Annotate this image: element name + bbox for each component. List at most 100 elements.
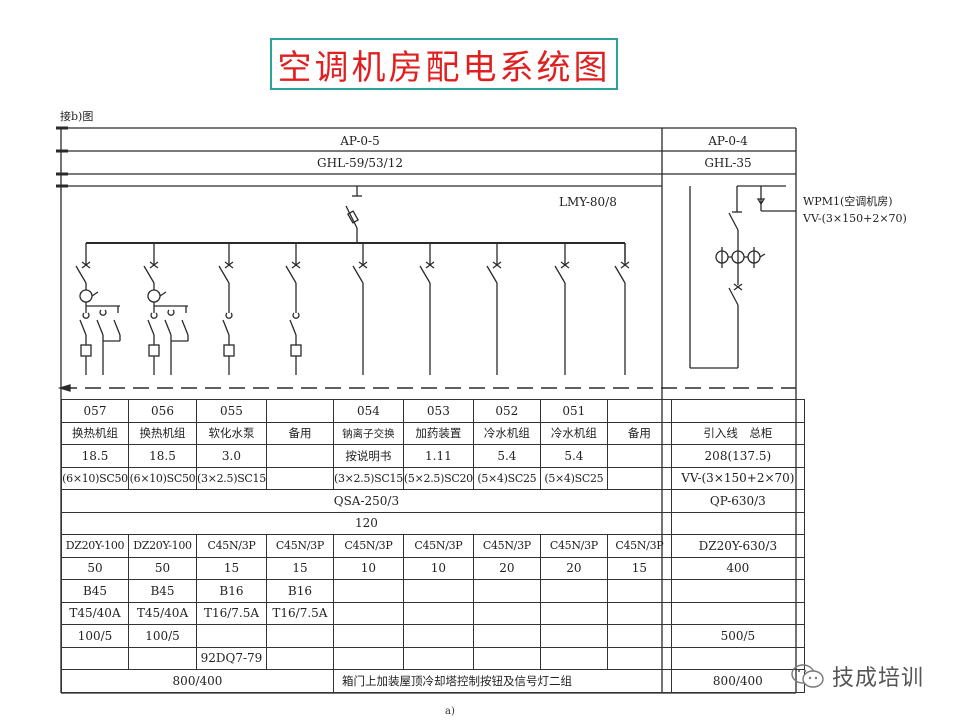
cell: 换热机组 (128, 421, 197, 445)
cell (606, 444, 672, 468)
cell (606, 399, 672, 423)
cell: 18.5 (128, 444, 197, 468)
cell: 20 (539, 556, 608, 580)
cell (670, 646, 805, 670)
reference-note: 接b)图 (60, 110, 94, 123)
diagram-title-box: 空调机房配电系统图 (270, 38, 618, 90)
cell: 18.5 (61, 444, 129, 468)
row-breaker: DZ20Y-100 DZ20Y-100 C45N/3P C45N/3P C45N… (61, 534, 805, 558)
cell: 208(137.5) (670, 444, 805, 468)
cell (606, 646, 672, 670)
cell: 冷水机组 (539, 421, 608, 445)
cell: (3×2.5)SC15 (196, 466, 267, 490)
cell (670, 579, 805, 603)
row-load-name: 换热机组 换热机组 软化水泵 备用 钠离子交换 加药装置 冷水机组 冷水机组 备… (61, 421, 805, 445)
bus-label-ap-0-5: AP-0-5 (340, 134, 380, 148)
cell: 800/400 (670, 669, 805, 693)
cell (670, 601, 805, 625)
watermark: 技成培训 (790, 660, 924, 692)
cell: 钠离子交换 (332, 421, 404, 445)
row-main-switch: QSA-250/3 QP-630/3 (61, 489, 805, 513)
cell (265, 444, 334, 468)
incoming-cable-spec: VV-(3×150+2×70) (803, 212, 907, 225)
cell: 换热机组 (61, 421, 129, 445)
cell: 50 (61, 556, 129, 580)
row-starter: 92DQ7-79 (61, 646, 805, 670)
wechat-icon (791, 664, 824, 688)
cell: C45N/3P (539, 534, 608, 558)
row-breaker-current: 50 50 15 15 10 10 20 20 15 400 (61, 556, 805, 580)
bus-label-ap-0-4: AP-0-4 (708, 134, 748, 148)
cell (539, 601, 608, 625)
cell: 50 (128, 556, 197, 580)
cell (402, 646, 474, 670)
cell (332, 646, 404, 670)
cell: 3.0 (196, 444, 267, 468)
cell: DZ20Y-100 (128, 534, 197, 558)
bus-label-ghl-35: GHL-35 (704, 156, 752, 170)
cell: 100/5 (128, 624, 197, 648)
cell (265, 466, 334, 490)
cell: DZ20Y-100 (61, 534, 129, 558)
cell: C45N/3P (196, 534, 267, 558)
cell (332, 579, 404, 603)
cell (606, 601, 672, 625)
row-contactor: B45 B45 B16 B16 (61, 579, 805, 603)
cell: B16 (196, 579, 267, 603)
cell: B45 (61, 579, 129, 603)
cell: 软化水泵 (196, 421, 267, 445)
row-circuit-number: 057 056 055 054 053 052 051 (61, 399, 805, 423)
cell: C45N/3P (606, 534, 672, 558)
busbar-label: LMY-80/8 (559, 195, 617, 209)
cell: 加药装置 (402, 421, 474, 445)
cell (265, 624, 334, 648)
cell: 800/400 (61, 669, 334, 693)
cell: 15 (196, 556, 267, 580)
cell: (6×10)SC50 (128, 466, 197, 490)
cell: 15 (265, 556, 334, 580)
incoming-cable-name: WPM1(空调机房) (803, 195, 893, 208)
cell: 20 (472, 556, 541, 580)
cell (606, 624, 672, 648)
cell: 057 (61, 399, 129, 423)
cell: 备用 (606, 421, 672, 445)
cell: 100/5 (61, 624, 129, 648)
row-cabinet-size: 800/400 箱门上加装屋顶冷却塔控制按钮及信号灯二组 800/400 (61, 669, 805, 693)
cell: 1.11 (402, 444, 474, 468)
cell: 按说明书 (332, 444, 404, 468)
cell: 92DQ7-79 (196, 646, 267, 670)
cell: T16/7.5A (196, 601, 267, 625)
cell (265, 399, 334, 423)
cell: T16/7.5A (265, 601, 334, 625)
watermark-text: 技成培训 (832, 666, 925, 691)
cell (670, 399, 805, 423)
cell (606, 579, 672, 603)
row-busbar-current: 120 (61, 511, 805, 535)
cell: 120 (61, 511, 672, 535)
cell (472, 624, 541, 648)
cell: 500/5 (670, 624, 805, 648)
cell: 备用 (265, 421, 334, 445)
cell (472, 646, 541, 670)
cell: (3×2.5)SC15 (332, 466, 404, 490)
cell: B16 (265, 579, 334, 603)
cell (332, 624, 404, 648)
cell-remark: 箱门上加装屋顶冷却塔控制按钮及信号灯二组 (332, 669, 672, 693)
cell (539, 646, 608, 670)
cell: C45N/3P (332, 534, 404, 558)
cell: 056 (128, 399, 197, 423)
cell: C45N/3P (265, 534, 334, 558)
bus-label-ghl-59: GHL-59/53/12 (317, 156, 403, 170)
row-power: 18.5 18.5 3.0 按说明书 1.11 5.4 5.4 208(137.… (61, 444, 805, 468)
cell: 052 (472, 399, 541, 423)
cell (402, 579, 474, 603)
cell: (5×4)SC25 (539, 466, 608, 490)
cell: QP-630/3 (670, 489, 805, 513)
cell: 054 (332, 399, 404, 423)
cell (670, 511, 805, 535)
cell: DZ20Y-630/3 (670, 534, 805, 558)
cell: 400 (670, 556, 805, 580)
cell: (6×10)SC50 (61, 466, 129, 490)
cell (196, 624, 267, 648)
